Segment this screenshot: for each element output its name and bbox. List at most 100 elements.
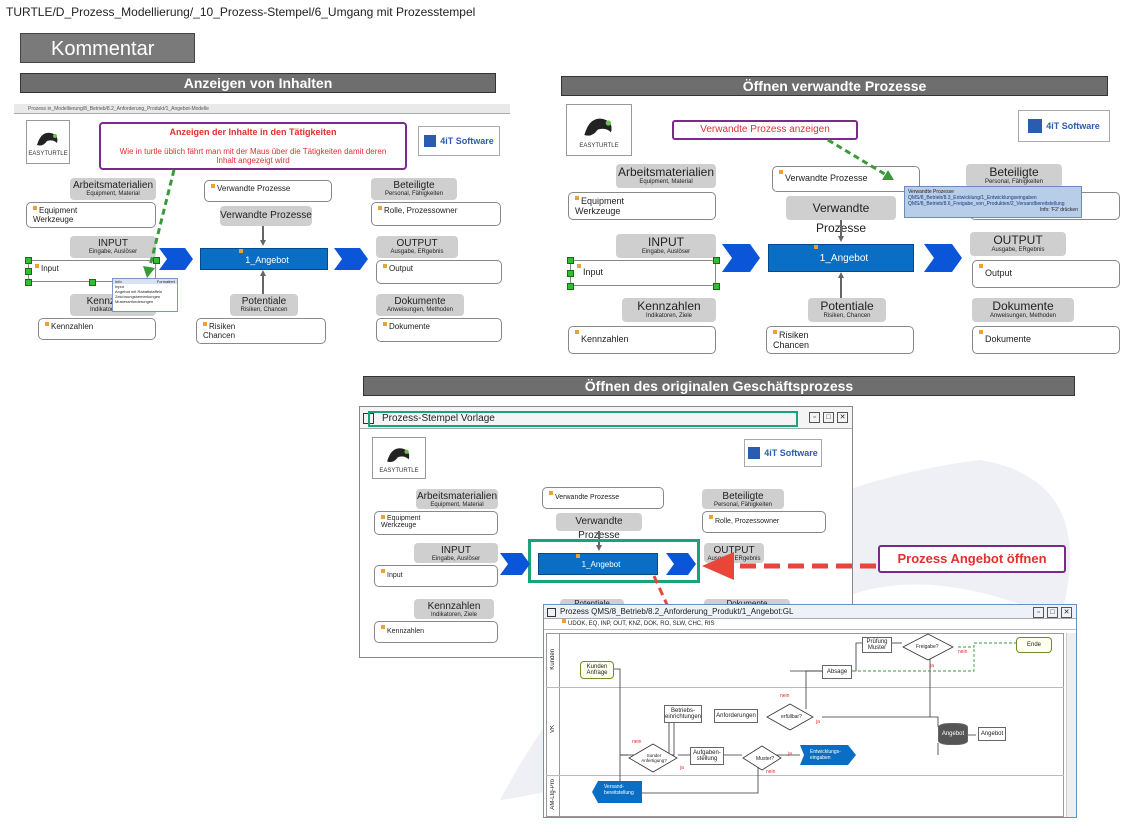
- arbeits-sub: Equipment, Material: [86, 191, 140, 197]
- doc-field[interactable]: Dokumente: [972, 326, 1120, 354]
- node-angebot-db[interactable]: Angebot: [938, 723, 968, 745]
- input-sub: Eingabe, Auslöser: [431, 556, 481, 562]
- selection-handle[interactable]: [567, 270, 574, 277]
- tooltip-verwandte-line: Verwandte Prozesse: [908, 189, 954, 195]
- selection-handle[interactable]: [567, 257, 574, 264]
- edge-label-nein: nein: [766, 769, 776, 775]
- kenn-field[interactable]: Kennzahlen: [568, 326, 716, 354]
- selection-handle[interactable]: [25, 268, 32, 275]
- beteiligte-title: Beteiligte: [393, 180, 435, 191]
- verw-field[interactable]: Verwandte Prozesse: [204, 180, 332, 202]
- window-stempel-vorlage: Prozess-Stempel Vorlage ▫□✕ EASYTURTLE 4…: [359, 406, 853, 658]
- node-entwicklungseingaben[interactable]: [800, 745, 856, 765]
- node-pruefung-muster[interactable]: Prüfung Muster: [862, 637, 892, 653]
- doc-field[interactable]: Dokumente: [376, 318, 502, 342]
- doc-title: Dokumente: [992, 299, 1054, 313]
- window2-titlebar: Prozess QMS/8_Betrieb/8.2_Anforderung_Pr…: [544, 605, 1076, 619]
- minimize-icon[interactable]: ▫: [1033, 607, 1044, 618]
- connector-arrow: [260, 270, 266, 294]
- edge-label-nein: nein: [632, 739, 642, 745]
- window-prozess-angebot: Prozess QMS/8_Betrieb/8.2_Anforderung_Pr…: [543, 604, 1077, 818]
- beteiligte-field[interactable]: Rolle, Prozessowner: [702, 511, 826, 533]
- node-absage[interactable]: Absage: [822, 665, 852, 679]
- maximize-icon[interactable]: □: [823, 412, 834, 423]
- node-ende[interactable]: Ende: [1016, 637, 1052, 653]
- selection-handle[interactable]: [25, 279, 32, 286]
- pot-sub: Risiken, Chancen: [240, 307, 288, 313]
- callout-arrow: [143, 169, 176, 278]
- edge-label-ja: ja: [930, 663, 934, 669]
- beteiligte-sub: Personal, Fähigkeiten: [984, 179, 1044, 185]
- arbeits-item-1: Equipment: [581, 196, 625, 206]
- pot-title: Potentiale: [820, 299, 874, 313]
- process-box[interactable]: 1_Angebot: [200, 248, 328, 270]
- field-marker-icon: [45, 322, 49, 326]
- close-icon[interactable]: ✕: [837, 412, 848, 423]
- beteiligte-field[interactable]: Rolle, Prozessowner: [371, 202, 501, 226]
- node-angebot[interactable]: Angebot: [978, 727, 1006, 741]
- node-versandbereitstellung[interactable]: [592, 781, 642, 803]
- lane-divider: [546, 775, 1064, 776]
- selection-handle[interactable]: [713, 257, 720, 264]
- field-marker-icon: [575, 330, 579, 334]
- output-field[interactable]: Output: [376, 260, 502, 284]
- decision-sonder[interactable]: [628, 743, 678, 773]
- vertical-scrollbar[interactable]: [1066, 633, 1076, 817]
- verw-field[interactable]: Verwandte Prozesse: [772, 166, 920, 192]
- panel-anzeigen: Prozess in_Modellierung/8_Betrieb/8.2_An…: [14, 104, 510, 348]
- node-kunden-anfrage[interactable]: Kunden Anfrage: [580, 661, 614, 679]
- selection-handle[interactable]: [713, 283, 720, 290]
- maximize-icon[interactable]: □: [1047, 607, 1058, 618]
- arbeits-item-1: Equipment: [387, 515, 421, 522]
- decision-erfuellbar[interactable]: [766, 703, 814, 731]
- output-item: Output: [389, 264, 414, 273]
- tooltip-verwandte-link[interactable]: QMS/8_Betrieb/8.6_Freigabe_von_Produkten…: [908, 201, 1065, 207]
- window1-controls: ▫□✕: [806, 411, 848, 423]
- kenn-field[interactable]: Kennzahlen: [374, 621, 498, 643]
- node-betriebseinrichtungen[interactable]: Betriebs-einrichtungen: [664, 705, 702, 723]
- easyturtle-logo-text: EASYTURTLE: [579, 143, 619, 149]
- selection-handle[interactable]: [153, 257, 160, 264]
- output-sub: Ausgabe, ERgebnis: [991, 247, 1045, 253]
- kenn-field[interactable]: Kennzahlen: [38, 318, 156, 340]
- minimize-icon[interactable]: ▫: [809, 412, 820, 423]
- tooltip-input-line: Zeichnungsbemerkungen: [115, 294, 161, 299]
- node-aufgabenstellung[interactable]: Aufgaben-stellung: [690, 747, 724, 765]
- section-header-verwandte: Öffnen verwandte Prozesse: [561, 76, 1108, 96]
- selection-handle[interactable]: [567, 283, 574, 290]
- callout-anzeigen-title: Anzeigen der Inhalte in den Tätigkeiten: [169, 127, 337, 137]
- process-box[interactable]: 1_Angebot: [538, 553, 658, 575]
- field-marker-icon: [33, 206, 37, 210]
- breadcrumb: TURTLE/D_Prozess_Modellierung/_10_Prozes…: [6, 5, 476, 19]
- section-header-anzeigen: Anzeigen von Inhalten: [20, 73, 496, 93]
- field-marker-icon: [562, 619, 566, 623]
- close-icon[interactable]: ✕: [1061, 607, 1072, 618]
- tooltip-verwandte-link[interactable]: QMS/8_Betrieb/8.3_Entwicklung/1_Entwickl…: [908, 195, 1037, 201]
- verw-field[interactable]: Verwandte Prozesse: [542, 487, 664, 509]
- decision-freigabe[interactable]: [902, 633, 954, 661]
- node-anforderungen[interactable]: Anforderungen: [714, 709, 758, 723]
- chevron-in-icon: [500, 553, 530, 575]
- edge-label-ja: ja: [788, 751, 792, 757]
- input-field[interactable]: Input: [374, 565, 498, 587]
- field-marker-icon: [773, 330, 777, 334]
- decision-muster[interactable]: [742, 745, 782, 771]
- callout-verwandte: Verwandte Prozess anzeigen: [672, 120, 858, 140]
- selection-handle[interactable]: [89, 279, 96, 286]
- output-field[interactable]: Output: [972, 260, 1120, 288]
- 4it-logo: 4iT Software: [744, 439, 822, 467]
- input-sub: Eingabe, Auslöser: [641, 249, 691, 255]
- verw-header: Verwandte Prozesse: [220, 206, 312, 226]
- selection-handle[interactable]: [25, 257, 32, 264]
- process-box[interactable]: 1_Angebot: [768, 244, 914, 272]
- input-field[interactable]: Input: [570, 260, 716, 286]
